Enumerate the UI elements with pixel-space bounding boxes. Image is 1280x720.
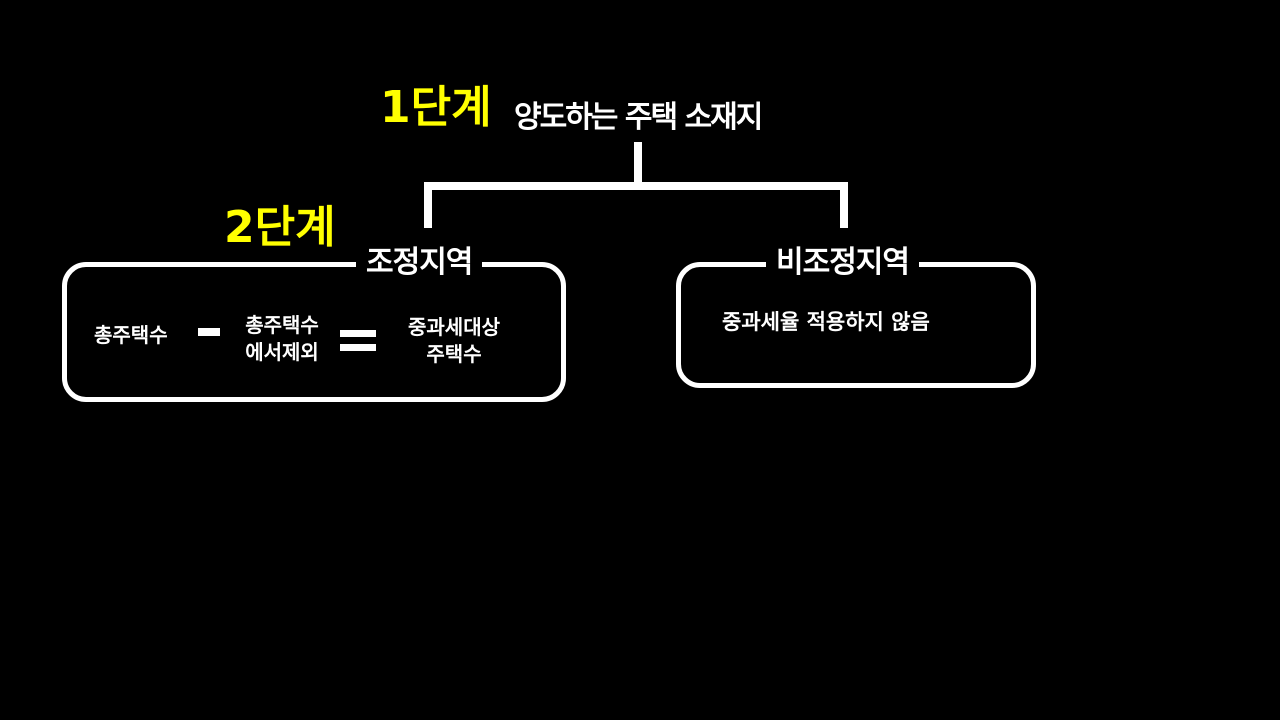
taxable-houses-line1: 중과세대상 — [408, 315, 500, 339]
excluded-houses-term: 총주택수 에서제외 — [232, 312, 332, 366]
step1-label: 1단계 — [380, 82, 492, 133]
taxable-houses-term: 중과세대상 주택수 — [392, 314, 516, 368]
excluded-houses-line2: 에서제외 — [245, 340, 319, 364]
connector-left-branch — [424, 182, 432, 228]
regulated-area-title: 조정지역 — [356, 248, 483, 278]
taxable-houses-line2: 주택수 — [426, 342, 482, 366]
equals-sign-bottom — [340, 344, 376, 351]
non-regulated-note: 중과세율 적용하지 않음 — [722, 309, 930, 334]
step2-label: 2단계 — [224, 202, 336, 253]
non-regulated-area-title: 비조정지역 — [766, 248, 919, 278]
total-houses-term: 총주택수 — [94, 323, 168, 347]
connector-stem — [634, 142, 642, 186]
equals-sign-top — [340, 330, 376, 337]
connector-horizontal — [424, 182, 848, 190]
regulated-area-box — [62, 262, 566, 402]
minus-sign — [198, 328, 220, 336]
step1-title: 양도하는 주택 소재지 — [514, 100, 763, 135]
excluded-houses-line1: 총주택수 — [245, 313, 319, 337]
connector-right-branch — [840, 182, 848, 228]
